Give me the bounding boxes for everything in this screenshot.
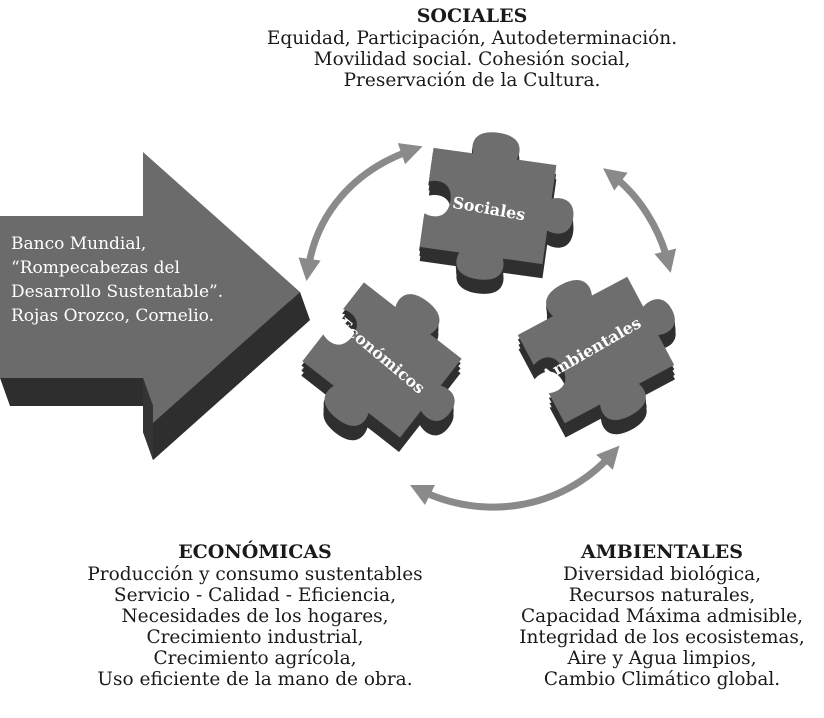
sociales-block: SOCIALES Equidad, Participación, Autodet… <box>212 4 732 91</box>
economicas-line: Uso eficiente de la mano de obra. <box>97 669 413 690</box>
ambientales-line: Integridad de los ecosistemas, <box>519 627 805 648</box>
big-arrow <box>0 152 310 460</box>
ambientales-block: AMBIENTALES Diversidad biológica, Recurs… <box>500 540 824 690</box>
ambientales-line: Cambio Climático global. <box>543 669 781 690</box>
arrow-line: Rojas Orozco, Cornelio. <box>11 306 214 326</box>
cycle-arrows <box>298 143 677 511</box>
arrow-line: Banco Mundial, <box>11 234 147 254</box>
sociales-title: SOCIALES <box>416 5 528 27</box>
ambientales-line: Aire y Agua limpios, <box>567 648 757 669</box>
economicas-line: Servicio - Calidad - Eficiencia, <box>113 585 397 606</box>
economicas-line: Necesidades de los hogares, <box>121 606 389 627</box>
arrow-line: “Rompecabezas del <box>11 258 180 278</box>
arrow-line: Desarrollo Sustentable”. <box>11 282 224 302</box>
cycle-arrow-left <box>298 143 423 282</box>
sociales-line: Preservación de la Cultura. <box>343 70 601 91</box>
economicas-line: Crecimiento agrícola, <box>153 648 357 669</box>
ambientales-title: AMBIENTALES <box>581 541 743 563</box>
arrow-source-text: Banco Mundial, “Rompecabezas del Desarro… <box>11 232 261 328</box>
ambientales-line: Capacidad Máxima admisible, <box>520 606 804 627</box>
economicas-line: Crecimiento industrial, <box>146 627 364 648</box>
ambientales-line: Diversidad biológica, <box>563 564 761 585</box>
economicas-title: ECONÓMICAS <box>178 541 332 563</box>
sociales-line: Equidad, Participación, Autodeterminació… <box>266 28 678 49</box>
cycle-arrow-right <box>603 168 677 273</box>
economicas-line: Producción y consumo sustentables <box>87 564 423 585</box>
cycle-arrow-bottom <box>409 445 620 511</box>
sociales-line: Movilidad social. Cohesión social, <box>313 49 631 70</box>
ambientales-line: Recursos naturales, <box>568 585 756 606</box>
economicas-block: ECONÓMICAS Producción y consumo sustenta… <box>30 540 480 690</box>
